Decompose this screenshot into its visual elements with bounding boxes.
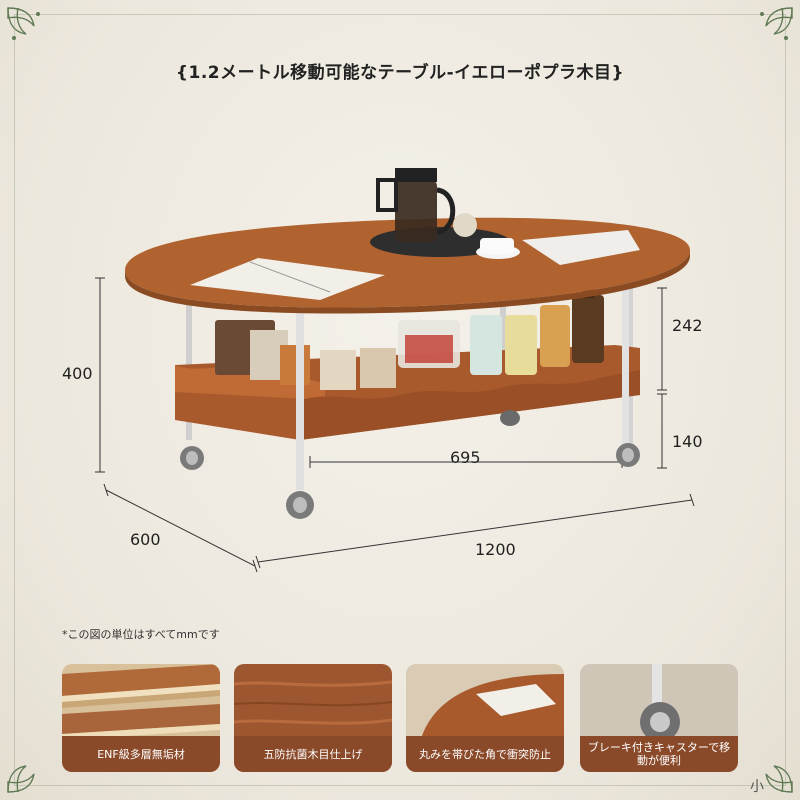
dim-inner-length: 695 (450, 448, 481, 467)
feature-card-enf: ENF級多層無垢材 (62, 664, 220, 772)
ornament-top-right-icon (760, 7, 793, 40)
feature-label: 丸みを帯びた角で衝突防止 (406, 736, 564, 772)
caster-wheels (180, 410, 640, 519)
feature-label: ENF級多層無垢材 (62, 736, 220, 772)
feature-label: ブレーキ付きキャスターで移動が便利 (580, 736, 738, 772)
dim-depth: 600 (130, 530, 161, 549)
ornament-bottom-right-icon (765, 765, 793, 793)
dimension-lines (95, 277, 695, 573)
ornament-top-left-icon (7, 7, 40, 40)
feature-label: 五防抗菌木目仕上げ (234, 736, 392, 772)
unit-note: *この図の単位はすべてmmです (62, 628, 220, 641)
watermark: 小 (750, 779, 764, 795)
dim-height-total: 400 (62, 364, 93, 383)
dim-length: 1200 (475, 540, 516, 559)
dim-upper-gap: 242 (672, 316, 703, 335)
feature-card-finish: 五防抗菌木目仕上げ (234, 664, 392, 772)
ornament-bottom-left-icon (7, 765, 35, 793)
page-title: {1.2メートル移動可能なテーブル-イエローポプラ木目} (175, 63, 625, 83)
feature-card-caster: ブレーキ付きキャスターで移動が便利 (580, 664, 738, 772)
feature-card-rounded: 丸みを帯びた角で衝突防止 (406, 664, 564, 772)
dim-lower-height: 140 (672, 432, 703, 451)
